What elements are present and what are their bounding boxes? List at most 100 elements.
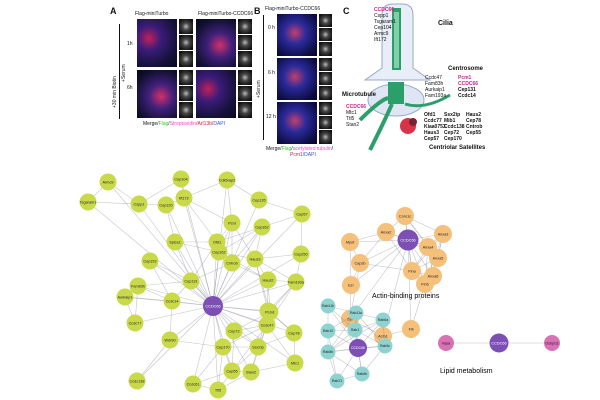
network-actin-node: Myof [341,233,359,251]
network-main-node: Cep55 [223,362,241,380]
micrograph-a-r1-c1-inset2 [179,35,193,50]
network-main-edge [169,339,224,348]
satellite-gene-c2: Cntrob [466,124,483,130]
network-main-node-circle [166,233,184,251]
network-main-node-circle [285,324,303,342]
network-main-node: Pcm1 [261,303,279,321]
network-actin-edge [407,239,412,330]
network-main-node: Cep250 [292,245,310,263]
micrograph-a-r1-c2-merge [196,19,236,67]
centrosome-col1: Ccdc47 Fam83h Aurkaip1 Fam193a [425,75,446,99]
microtubule-2 [368,103,394,151]
micrograph-b-r2-inset2 [319,72,332,85]
cilia-diagram [358,3,451,151]
network-teal-node-circle [347,322,363,338]
network-main-edge [212,258,256,307]
panel-c-letter: C [343,6,350,16]
network-main-node: Haus3 [246,250,264,268]
cilia-gene-2: Tsgaram1 [374,19,396,25]
micrograph-a-r1-c1-inset1 [179,19,193,34]
microtubule-gene-2: Ttl5 [346,116,355,122]
satellite-gene-c0: Haus2 [466,112,482,118]
network-teal-node-circle [377,338,393,354]
satellite-gene-b0: Ssx2ip [444,112,461,118]
cilia-gene-4: Armc9 [374,31,389,37]
satellite-gene-b1: Mib1 [444,118,456,124]
network-main-node: Cep135 [250,191,268,209]
network-lipid-node-circle [544,335,560,351]
panel-b-legend-2: Pcm1/DAPI [290,152,316,158]
network-main-node-label: Cep104 [174,177,187,181]
network-teal-node-label: Rab8b [323,350,333,354]
legend-flag-b: Flag [281,146,292,152]
network-main-node-label: Cep162 [255,225,268,229]
network-teal-node: Rab8b [320,344,336,360]
network-actin-node-label: Flna [408,269,416,273]
network-main-node-label: Ttl5 [215,388,221,392]
network-main-node-label: Fam83h [131,284,145,288]
network-main-node-label: Ccdc77 [129,321,142,325]
network-teal-edge [327,312,357,353]
network-actin-node-label: Anxa4 [423,245,434,249]
network-main-node-circle [287,273,305,291]
satellite-col3: Haus2 Cep78 Cntrob Cep55 [466,112,482,136]
network-teal-node: Rab21 [329,373,345,389]
network-main-node: Stan2 [242,363,260,381]
network-actin-node-circle [424,267,442,285]
network-main-node: Ccdc61 [184,375,202,393]
network-main-node-circle [163,292,181,310]
panel-a-serum-label: +Serum [121,64,127,82]
network-teal-node-circle [348,305,364,321]
network-main-node: Ccdc138 [128,372,146,390]
network-actin-node-label: Flii [409,327,414,331]
network-actin-node-circle [434,225,452,243]
centrosome-col2: Pcm1 CCDC66 Cep131 Ccdc14 [458,75,478,99]
network-main-node-circle [261,303,279,321]
network-main-node-circle [223,214,241,232]
network-main-edge [183,197,233,224]
network-actin-node: Anxa3 [434,225,452,243]
network-main-node: Cspp1 [130,195,148,213]
network-lipid-center-circle [489,333,509,353]
network-actin-node-label: Actn1 [378,334,388,338]
network-main-node-circle [99,173,117,191]
centrosome-gene-a2: Aurkaip1 [425,87,445,93]
network-main-node-circle [259,271,277,289]
network-main-node: Ccdc14 [163,292,181,310]
network-main-node-label: Cep72 [228,329,239,333]
cilia-title: Cilia [438,20,453,27]
network-main-node: Cep57 [293,205,311,223]
network-main-node-label: Cep250 [294,252,307,256]
network-main-node-label: Ssx2ip [252,345,263,349]
network-main-node: Cep162 [253,218,271,236]
network-main-node: Ccdc47 [258,316,276,334]
network-teal-node-label: Rab5c [380,344,390,348]
micrograph-a-r2-c1-merge [137,70,177,118]
network-actin-node: Flna [403,262,421,280]
network-main-node-circle [209,381,227,399]
micrograph-b-r1-inset3 [319,42,332,56]
network-main-node-circle [223,362,241,380]
network-main-node-label: Wdr90 [164,338,175,342]
micrograph-a-r2-c2-inset1 [238,70,252,85]
network-teal-node-label: Rab11b [322,304,334,308]
network-main-node-circle [116,288,134,306]
network-actin-node-circle [341,233,359,251]
cilia-gene-list: CCDC66 Cspp1 Tsgaram1 Cep104 Armc9 Ift17… [374,7,422,67]
network-main-node: Cep120 [157,196,175,214]
network-main-node-label: Cep135 [252,198,265,202]
network-main-center-label: CCDC66 [205,304,220,308]
network-teal-node-circle [320,323,336,339]
network-teal-node: Rab11a [348,305,364,321]
cilia-gene-1: Cspp1 [374,13,389,19]
basal-body [388,82,404,104]
network-lipid-node: Osbpl11 [544,335,560,351]
panel-b-serum-label: +Serum [256,80,262,98]
network-teal-node-label: Rab1 [351,328,359,332]
microtubule-gene-3: Stan2 [346,122,360,128]
network-main-edge [212,199,260,307]
cilia-gene-0: CCDC66 [374,7,395,13]
network-teal-node-circle [320,298,336,314]
network-main-edge [212,253,302,307]
